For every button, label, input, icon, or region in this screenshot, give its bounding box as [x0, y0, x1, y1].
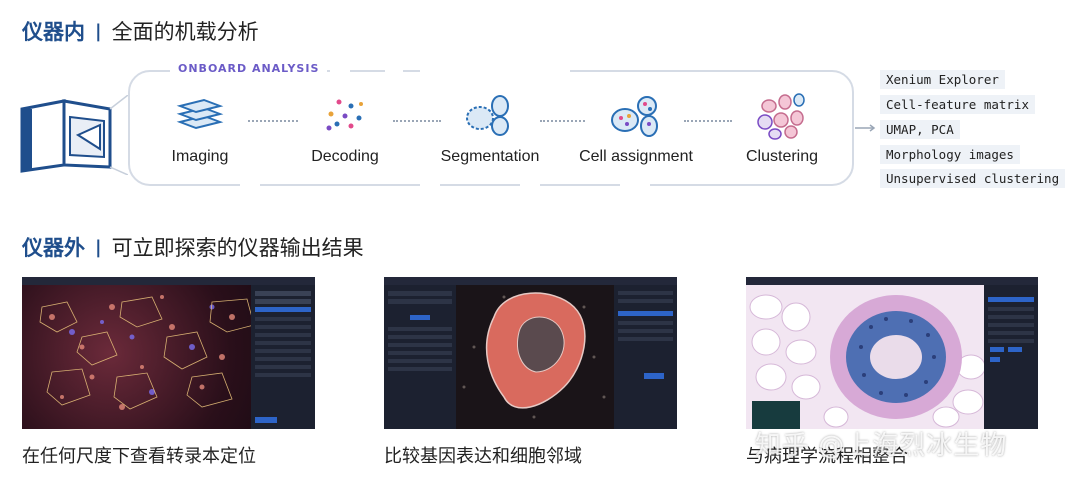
clusters-icon [757, 93, 805, 140]
he-stain-image [746, 277, 1038, 429]
cell-assignment-icon [611, 96, 658, 137]
connector-dots [540, 120, 585, 122]
output-item: UMAP, PCA [880, 120, 960, 139]
step-label: Cell assignment [579, 148, 693, 165]
section-title-divider: | [95, 20, 102, 42]
step-clustering: Clustering [722, 92, 842, 166]
step-label: Decoding [311, 148, 379, 165]
instrument-icon [20, 95, 128, 175]
step-cell-assignment: Cell assignment [576, 92, 696, 166]
screenshot-transcripts [22, 277, 315, 429]
watermark: 知乎 @上海烈冰生物 [755, 431, 1008, 461]
cell-map-image [22, 277, 315, 429]
output-item: Xenium Explorer [880, 70, 1005, 89]
step-label: Imaging [171, 148, 229, 165]
caption: 与病理学流程相整合 [746, 446, 908, 467]
layers-icon [176, 98, 224, 130]
connector-dots [393, 120, 441, 122]
screenshot-neighborhood [384, 277, 677, 429]
section-title-text: 可立即探索的仪器输出结果 [111, 236, 364, 260]
step-imaging: Imaging [140, 92, 260, 166]
caption: 比较基因表达和细胞邻域 [384, 446, 582, 467]
caption: 在任何尺度下查看转录本定位 [22, 446, 256, 467]
connector-dots [684, 120, 732, 122]
section-title-bold: 仪器内 [22, 20, 85, 44]
step-label: Segmentation [440, 148, 540, 165]
tissue-image [384, 277, 677, 429]
screenshot-pathology [746, 277, 1038, 429]
output-item: Unsupervised clustering [880, 169, 1066, 188]
step-label: Clustering [745, 148, 819, 165]
section-title-bold: 仪器外 [22, 236, 85, 260]
onboard-analysis-label: ONBOARD ANALYSIS [170, 62, 328, 75]
step-segmentation: Segmentation [430, 92, 550, 166]
section-title-text: 全面的机载分析 [111, 20, 259, 44]
section-title-onboard: 仪器内 | 全面的机载分析 [22, 16, 259, 46]
output-item: Cell-feature matrix [880, 95, 1035, 114]
cells-outline-icon [466, 95, 509, 136]
step-decoding: Decoding [285, 92, 405, 166]
arrow-right-icon [855, 124, 876, 132]
section-title-offboard: 仪器外 | 可立即探索的仪器输出结果 [22, 232, 364, 262]
output-item: Morphology images [880, 145, 1020, 164]
dots-icon [326, 99, 363, 131]
connector-dots [248, 120, 298, 122]
section-title-divider: | [95, 236, 102, 258]
